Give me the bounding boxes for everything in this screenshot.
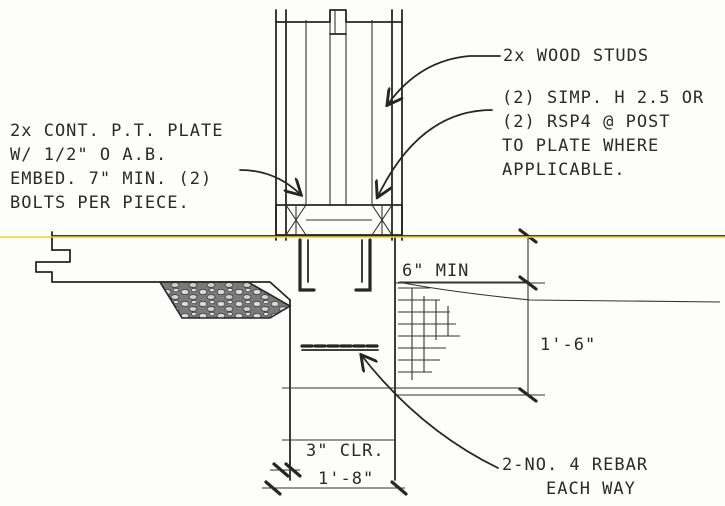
gravel-fill [158,281,292,319]
stud-wall [275,9,403,241]
slab-edge [35,231,725,301]
label-connector-4: APPLICABLE. [502,160,626,180]
leader-lines [239,55,501,469]
label-connector-1: (2) SIMP. H 2.5 OR [502,88,704,108]
label-connector-2: (2) RSP4 @ POST [502,112,671,132]
label-wood-studs: 2x WOOD STUDS [503,46,649,66]
footing [282,235,520,481]
dimension-lines [262,228,545,496]
label-connector-3: TO PLATE WHERE [502,136,659,156]
soil-hatch [397,281,721,380]
label-plate-1: 2x CONT. P.T. PLATE [10,121,223,141]
label-plate-4: BOLTS PER PIECE. [10,193,190,213]
label-rebar-1: 2-NO. 4 REBAR [502,455,648,475]
anchor-bolts [298,238,372,292]
label-rebar-2: EACH WAY [546,479,636,499]
rebar [300,344,380,351]
dim-cover: 3" CLR. [306,441,385,461]
dim-min-clearance: 6" MIN [402,261,469,281]
sill-plate [275,204,403,236]
dim-footing-width: 1'-8" [318,469,374,489]
dim-footing-depth: 1'-6" [540,335,596,355]
label-plate-3: EMBED. 7" MIN. (2) [10,169,212,189]
label-plate-2: W/ 1/2" O A.B. [10,145,167,165]
